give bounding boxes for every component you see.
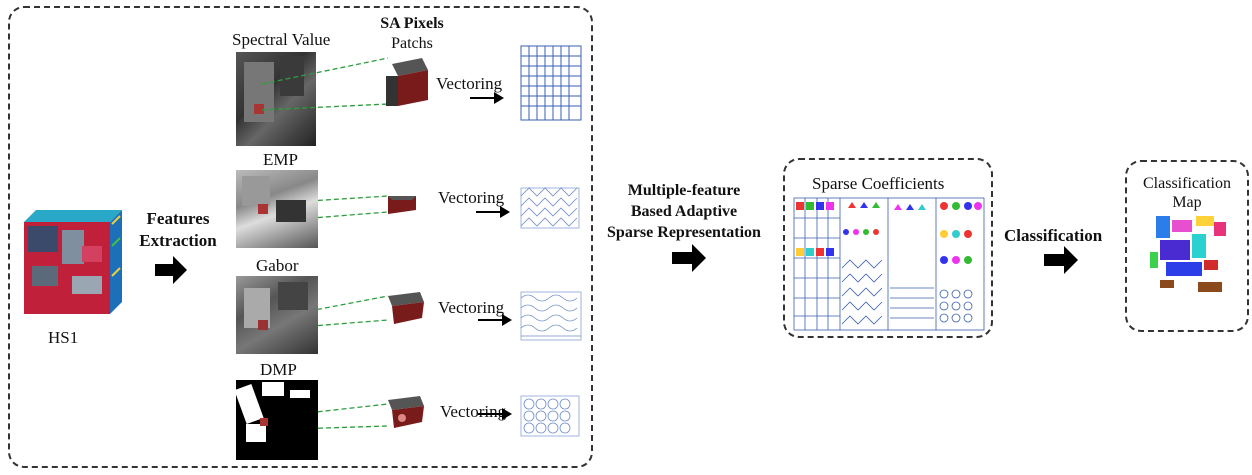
sparse-coefficients-box xyxy=(783,158,993,338)
spectral-value-image xyxy=(236,52,316,146)
hsi-label: HS1 xyxy=(48,328,79,347)
vectoring-label-row4: Vectoring xyxy=(440,402,507,421)
representation-line2: Based Adaptive xyxy=(630,203,738,220)
dmp-label: DMP xyxy=(260,360,297,379)
representation-line1: Multiple-feature xyxy=(627,182,741,199)
emp-label: EMP xyxy=(263,150,298,169)
arrow-icon xyxy=(476,206,510,218)
arrow-icon xyxy=(478,314,512,326)
features-extraction-line1: Features xyxy=(146,209,210,228)
hsi-cube-graphic xyxy=(24,210,122,314)
emp-image xyxy=(236,170,318,248)
patch-cube-row4 xyxy=(388,396,424,428)
gabor-label: Gabor xyxy=(256,256,299,275)
feature-extraction-group xyxy=(8,6,593,468)
hsi-cube-image xyxy=(22,206,122,316)
classification-map-line1: Classification xyxy=(1143,175,1231,192)
dmp-image xyxy=(236,380,318,460)
vector-grid-row1 xyxy=(520,45,582,121)
patch-cube-row3 xyxy=(388,292,424,324)
arrow-icon xyxy=(672,244,706,272)
vector-grid-row3 xyxy=(520,291,582,341)
patch-cube-row1 xyxy=(386,58,428,106)
sparse-coefficients-matrix xyxy=(793,197,985,331)
classification-map-title: Classification Map xyxy=(1125,174,1249,212)
arrow-icon xyxy=(470,92,504,104)
vectoring-label-row1: Vectoring xyxy=(436,74,503,93)
vector-grid-row4 xyxy=(520,395,580,437)
vectoring-label-row3: Vectoring xyxy=(438,298,505,317)
sparse-coefficients-title: Sparse Coefficients xyxy=(812,174,945,193)
features-extraction-label: Features Extraction xyxy=(128,208,228,252)
spectral-value-label: Spectral Value xyxy=(232,30,331,49)
gabor-image xyxy=(236,276,318,354)
representation-label: Multiple-feature Based Adaptive Sparse R… xyxy=(586,180,782,243)
arrow-icon xyxy=(478,408,512,420)
sa-pixels-label: SA Pixels Patchs xyxy=(362,14,462,54)
vector-grid-row2 xyxy=(520,187,580,229)
sa-pixels-line2: Patchs xyxy=(391,35,433,52)
classification-map-line2: Map xyxy=(1172,194,1202,211)
sa-pixels-line1: SA Pixels xyxy=(380,15,444,32)
features-extraction-line2: Extraction xyxy=(139,231,217,250)
patch-cube-row2 xyxy=(388,196,416,214)
arrow-icon xyxy=(1044,246,1078,274)
representation-line3: Sparse Representation xyxy=(607,224,761,241)
classification-map-box xyxy=(1125,160,1249,332)
arrow-icon xyxy=(155,256,187,284)
vectoring-label-row2: Vectoring xyxy=(438,188,505,207)
classification-map-image xyxy=(1150,216,1226,292)
classification-label: Classification xyxy=(1004,226,1103,245)
